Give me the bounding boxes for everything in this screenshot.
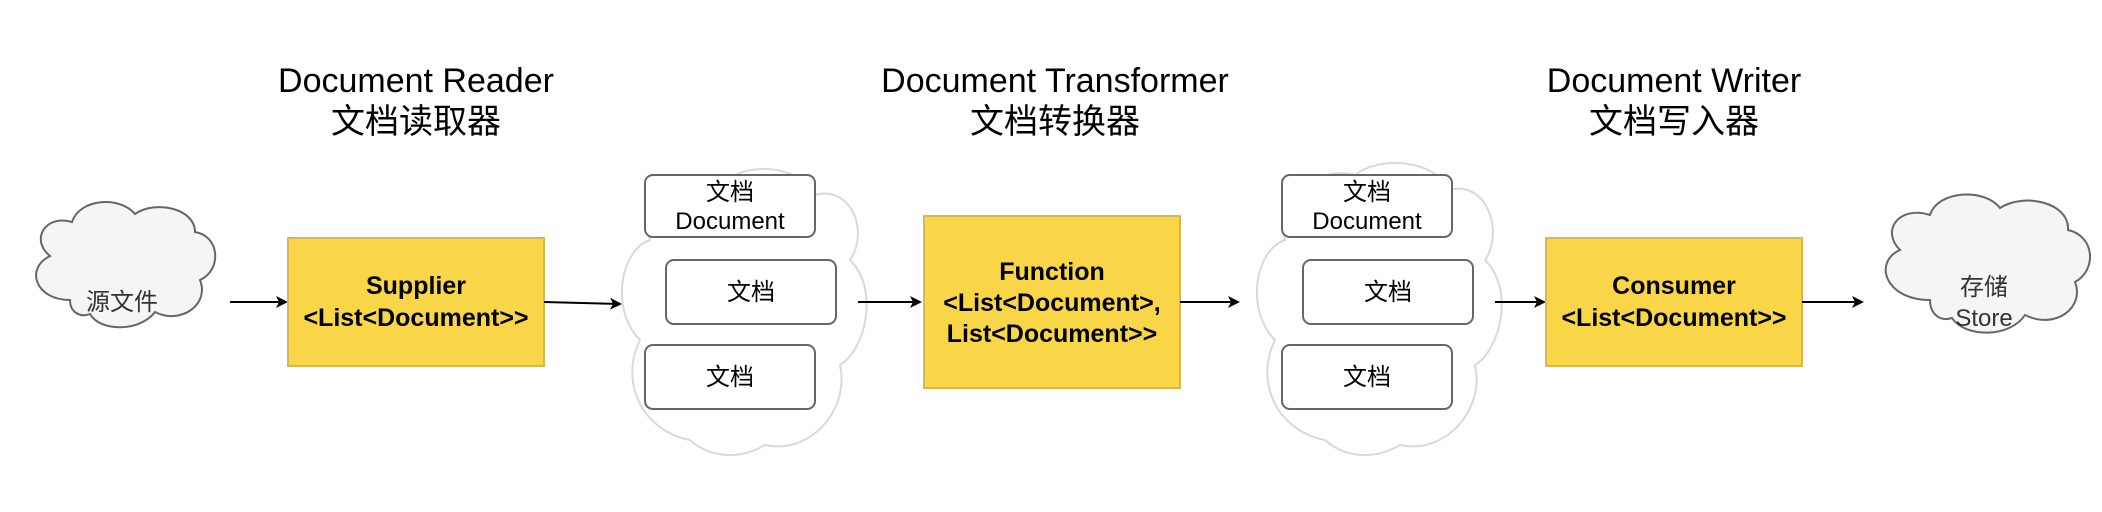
doc-card-1c — [644, 344, 816, 410]
doc-card-2c — [1281, 344, 1453, 410]
supplier-rect — [287, 237, 545, 367]
source-cloud-shape — [35, 201, 217, 329]
store-cloud: 存储 Store — [1884, 193, 2091, 334]
doc-card-2b-label: 文档 — [1364, 279, 1412, 306]
doc-card-2c-label: 文档 — [1343, 364, 1391, 391]
source-file-cloud: 源文件 — [35, 201, 217, 329]
function-line2: <List<Document>, — [943, 289, 1160, 317]
doc-card-2a — [1281, 174, 1453, 238]
heading-transformer-zh: 文档转换器 — [970, 103, 1140, 141]
doc-card-2b — [1302, 259, 1474, 325]
heading-document-writer: Document Writer 文档写入器 — [1547, 62, 1801, 141]
source-file-label: 源文件 — [86, 289, 158, 316]
supplier-line2: <List<Document>> — [303, 304, 528, 332]
heading-document-transformer: Document Transformer 文档转换器 — [881, 62, 1229, 141]
consumer-line1: Consumer — [1612, 272, 1736, 300]
doc-card-1c-label: 文档 — [706, 364, 754, 391]
doc-card-1a-en: Document — [675, 208, 785, 235]
consumer-line2: <List<Document>> — [1561, 304, 1786, 332]
doc-card-1b — [665, 259, 837, 325]
heading-reader-zh: 文档读取器 — [331, 103, 501, 141]
consumer-rect — [1545, 237, 1803, 367]
heading-writer-zh: 文档写入器 — [1589, 103, 1759, 141]
doc-card-2a-en: Document — [1312, 208, 1422, 235]
function-line1: Function — [999, 258, 1105, 286]
supplier-box: Supplier <List<Document>> — [287, 237, 545, 367]
supplier-line1: Supplier — [366, 272, 466, 300]
arrow-supplier-to-docs — [543, 297, 622, 310]
heading-transformer-en: Document Transformer — [881, 62, 1229, 100]
consumer-box: Consumer <List<Document>> — [1545, 237, 1803, 367]
doc-card-1b-label: 文档 — [727, 279, 775, 306]
function-rect — [923, 215, 1181, 389]
heading-writer-en: Document Writer — [1547, 62, 1801, 100]
doc-card-1a-zh: 文档 — [706, 179, 754, 206]
heading-reader-en: Document Reader — [278, 62, 554, 100]
store-label-en: Store — [1955, 305, 2012, 332]
doc-card-1a — [644, 174, 816, 238]
function-line3: List<Document>> — [947, 320, 1157, 348]
heading-document-reader: Document Reader 文档读取器 — [278, 62, 554, 141]
doc-card-2a-zh: 文档 — [1343, 179, 1391, 206]
documents-group-1: 文档 Document 文档 文档 — [620, 168, 868, 456]
store-label-zh: 存储 — [1960, 274, 2008, 301]
function-box: Function <List<Document>, List<Document>… — [923, 215, 1181, 389]
store-cloud-shape — [1884, 193, 2091, 334]
documents-group-2: 文档 Document 文档 文档 — [1255, 162, 1503, 456]
